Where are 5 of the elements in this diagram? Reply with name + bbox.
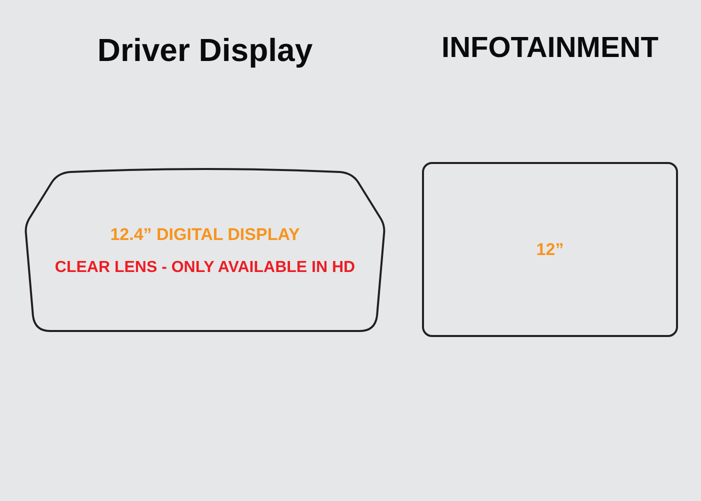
size-label: 12” <box>536 238 564 260</box>
display-heading: INFOTAINMENT <box>442 34 658 63</box>
size-label: 12.4” DIGITAL DISPLAY <box>110 224 300 246</box>
note-text: CLEAR LENS - ONLY AVAILABLE IN HD <box>54 258 356 278</box>
display-heading: Driver Display <box>97 34 313 66</box>
